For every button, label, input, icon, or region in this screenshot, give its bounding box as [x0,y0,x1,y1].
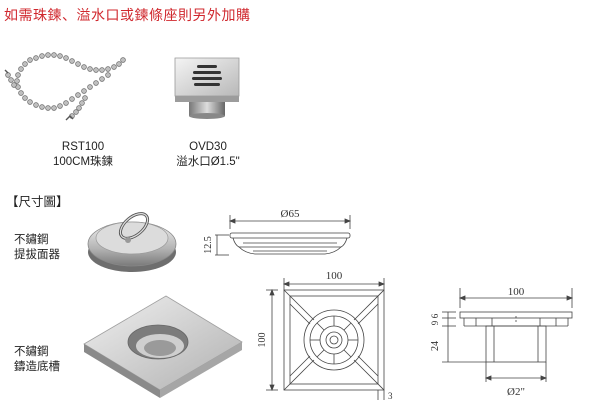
dim-stopper-diameter: Ø65 [281,208,300,220]
base-top-view-drawing: 100 100 3 [257,270,393,401]
pop-up-stopper-image [87,212,177,272]
dim-side-outlet: Ø2" [507,386,525,398]
part-label-base: 不鏽鋼 鑄造底槽 [14,346,60,373]
dim-side-h3: 24 [430,341,441,351]
accessory-name: 100CM珠鍊 [52,156,114,168]
dim-stopper-height: 12.5 [203,236,214,254]
base-side-view-drawing: 100 6 9 24 Ø2" [430,286,574,398]
accessory-chain-caption: RST100 100CM珠鍊 [38,140,128,170]
part-label-stopper: 不鏽鋼 提拔面器 [14,234,60,261]
accessory-code: RST100 [61,141,105,153]
dim-side-width: 100 [508,286,525,298]
bead-chain-image [4,52,126,121]
dim-top-height: 100 [257,333,268,348]
dim-side-h1: 6 [430,313,440,318]
accessory-overflow-caption: OVD30 溢水口Ø1.5" [158,140,258,170]
overflow-drain-image [174,57,240,119]
section-title: 【尺寸圖】 [6,195,69,209]
dim-side-h2: 9 [430,320,440,325]
stopper-side-drawing: Ø65 12.5 [203,208,352,256]
header-note: 如需珠鍊、溢水口或鍊條座則另外加購 [4,7,251,23]
dim-top-edge: 3 [388,391,393,401]
accessory-code: OVD30 [189,141,227,153]
cast-drain-base-image [83,295,243,398]
accessory-name: 溢水口Ø1.5" [176,156,240,168]
dim-top-width: 100 [326,270,343,282]
